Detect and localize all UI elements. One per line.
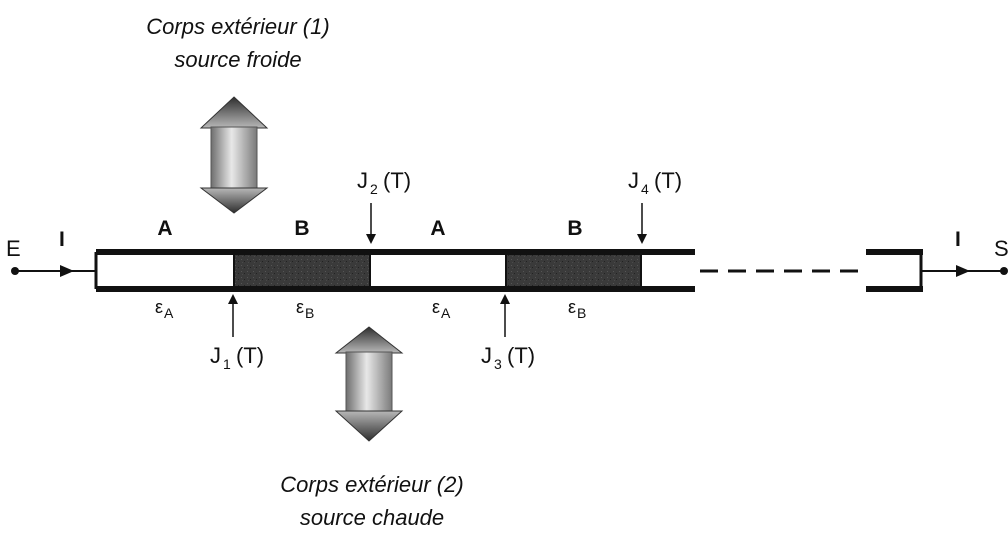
junction-j4-temp: (T): [654, 168, 682, 193]
junction-j1: J 1 (T): [210, 294, 264, 372]
junction-j4-name: J: [628, 168, 639, 193]
epsilon-label-4: ε: [568, 297, 576, 317]
junction-j3-sub: 3: [494, 356, 502, 372]
epsilon-label-2: ε: [296, 297, 304, 317]
segment-b1: [234, 252, 370, 289]
segment-a2: [370, 252, 506, 289]
entry-node-label: E: [6, 236, 21, 261]
current-arrow-right: [956, 265, 970, 277]
junction-j4-sub: 4: [641, 181, 649, 197]
current-label-right: I: [955, 228, 961, 251]
epsilon-sub-4: B: [577, 305, 586, 321]
bottom-source-subtitle: source chaude: [300, 505, 444, 530]
cold-source-heat-arrow: [199, 96, 269, 214]
junction-j1-temp: (T): [236, 343, 264, 368]
segment-label-3: A: [430, 217, 445, 240]
segment-a1: [96, 252, 234, 289]
hot-source-heat-arrow: [334, 326, 404, 442]
epsilon-sub-3: A: [441, 305, 451, 321]
junction-j2-name: J: [357, 168, 368, 193]
current-arrow-left: [60, 265, 74, 277]
segment-label-4: B: [567, 217, 582, 240]
junction-j1-name: J: [210, 343, 221, 368]
junction-j2-sub: 2: [370, 181, 378, 197]
junction-j2-temp: (T): [383, 168, 411, 193]
epsilon-sub-2: B: [305, 305, 314, 321]
segment-b2: [506, 252, 641, 289]
junction-j3: J 3 (T): [481, 294, 535, 372]
thermocouple-bar: [94, 249, 695, 292]
segment-label-2: B: [294, 217, 309, 240]
top-source-title: Corps extérieur (1): [146, 14, 329, 39]
epsilon-label-3: ε: [432, 297, 440, 317]
junction-j2: J 2 (T): [357, 168, 411, 244]
exit-node-label: S: [994, 236, 1008, 261]
junction-j4: J 4 (T): [628, 168, 682, 244]
segment-end: [866, 249, 923, 292]
junction-j1-sub: 1: [223, 356, 231, 372]
junction-j3-name: J: [481, 343, 492, 368]
segment-label-1: A: [157, 217, 172, 240]
top-source-subtitle: source froide: [174, 47, 301, 72]
svg-text:J: J: [210, 343, 221, 368]
exit-node-dot: [1000, 267, 1008, 275]
epsilon-sub-1: A: [164, 305, 174, 321]
junction-j3-temp: (T): [507, 343, 535, 368]
current-label-left: I: [59, 228, 65, 251]
epsilon-label-1: ε: [155, 297, 163, 317]
bottom-source-title: Corps extérieur (2): [280, 472, 463, 497]
